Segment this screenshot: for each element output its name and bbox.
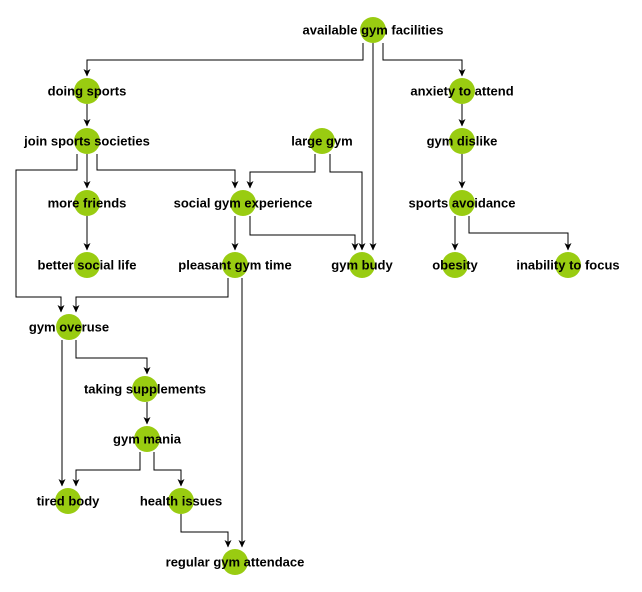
node-label-overuse: gym overuse	[29, 320, 109, 335]
node-label-regular: regular gym attendace	[166, 555, 305, 570]
node-better: better social life	[38, 252, 137, 278]
node-circle-better	[74, 252, 100, 278]
edge-join-to-social	[96, 154, 239, 189]
node-label-budy: gym budy	[331, 258, 393, 273]
node-dislike: gym dislike	[427, 128, 498, 154]
node-obesity: obesity	[432, 252, 479, 278]
node-label-health: health issues	[140, 494, 222, 509]
node-large: large gym	[291, 128, 353, 154]
edge-avoidance-to-inability	[468, 216, 572, 251]
node-circle-obesity	[442, 252, 468, 278]
node-label-dislike: gym dislike	[427, 134, 498, 149]
edge-available-to-anxiety	[382, 43, 466, 77]
node-label-inability: inability to focus	[516, 258, 619, 273]
edge-mania-to-health	[153, 452, 185, 487]
node-tired: tired body	[37, 488, 101, 514]
node-circle-doing	[74, 78, 100, 104]
node-supplements: taking supplements	[84, 376, 206, 402]
node-friends: more friends	[48, 190, 127, 216]
node-available: available gym facilities	[303, 17, 444, 43]
node-label-anxiety: anxiety to attend	[410, 84, 513, 99]
node-join: join sports societies	[23, 128, 150, 154]
node-anxiety: anxiety to attend	[410, 78, 514, 104]
edge-mania-to-tired	[72, 452, 141, 487]
node-circle-inability	[555, 252, 581, 278]
node-label-pleasant: pleasant gym time	[178, 258, 291, 273]
edge-available-to-doing	[83, 43, 364, 77]
node-doing: doing sports	[48, 78, 127, 104]
node-regular: regular gym attendace	[166, 549, 305, 575]
node-circle-supplements	[132, 376, 158, 402]
node-avoidance: sports avoidance	[409, 190, 516, 216]
node-label-obesity: obesity	[432, 258, 478, 273]
node-label-friends: more friends	[48, 196, 127, 211]
node-label-large: large gym	[291, 134, 352, 149]
node-mania: gym mania	[113, 426, 182, 452]
node-circle-join	[74, 128, 100, 154]
node-label-mania: gym mania	[113, 432, 182, 447]
node-circle-health	[168, 488, 194, 514]
edge-join-to-overuse	[15, 154, 78, 313]
node-label-join: join sports societies	[23, 134, 150, 149]
node-circle-avoidance	[449, 190, 475, 216]
node-circle-mania	[134, 426, 160, 452]
node-circle-social	[230, 190, 256, 216]
node-health: health issues	[140, 488, 222, 514]
edge-social-to-budy	[249, 216, 359, 251]
node-label-tired: tired body	[37, 494, 101, 509]
node-label-supplements: taking supplements	[84, 382, 206, 397]
node-circle-friends	[74, 190, 100, 216]
node-circle-anxiety	[449, 78, 475, 104]
nodes-layer: available gym facilities doing sports join…	[23, 17, 620, 575]
node-label-available: available gym facilities	[303, 23, 444, 38]
node-budy: gym budy	[331, 252, 393, 278]
node-inability: inability to focus	[516, 252, 620, 278]
node-circle-dislike	[449, 128, 475, 154]
edge-overuse-to-supplements	[75, 340, 151, 375]
node-circle-tired	[55, 488, 81, 514]
node-overuse: gym overuse	[29, 314, 109, 340]
node-label-better: better social life	[38, 258, 137, 273]
node-label-avoidance: sports avoidance	[409, 196, 516, 211]
edge-large-to-social	[246, 154, 316, 189]
node-circle-regular	[222, 549, 248, 575]
edge-large-to-budy	[329, 154, 366, 251]
edges-layer	[15, 43, 572, 548]
edge-pleasant-to-overuse	[72, 278, 229, 313]
node-label-social: social gym experience	[174, 196, 313, 211]
node-pleasant: pleasant gym time	[178, 252, 292, 278]
node-circle-overuse	[56, 314, 82, 340]
node-circle-large	[309, 128, 335, 154]
edge-health-to-regular	[180, 514, 232, 548]
node-circle-budy	[349, 252, 375, 278]
node-circle-available	[360, 17, 386, 43]
node-label-doing: doing sports	[48, 84, 127, 99]
node-social: social gym experience	[174, 190, 313, 216]
node-circle-pleasant	[222, 252, 248, 278]
